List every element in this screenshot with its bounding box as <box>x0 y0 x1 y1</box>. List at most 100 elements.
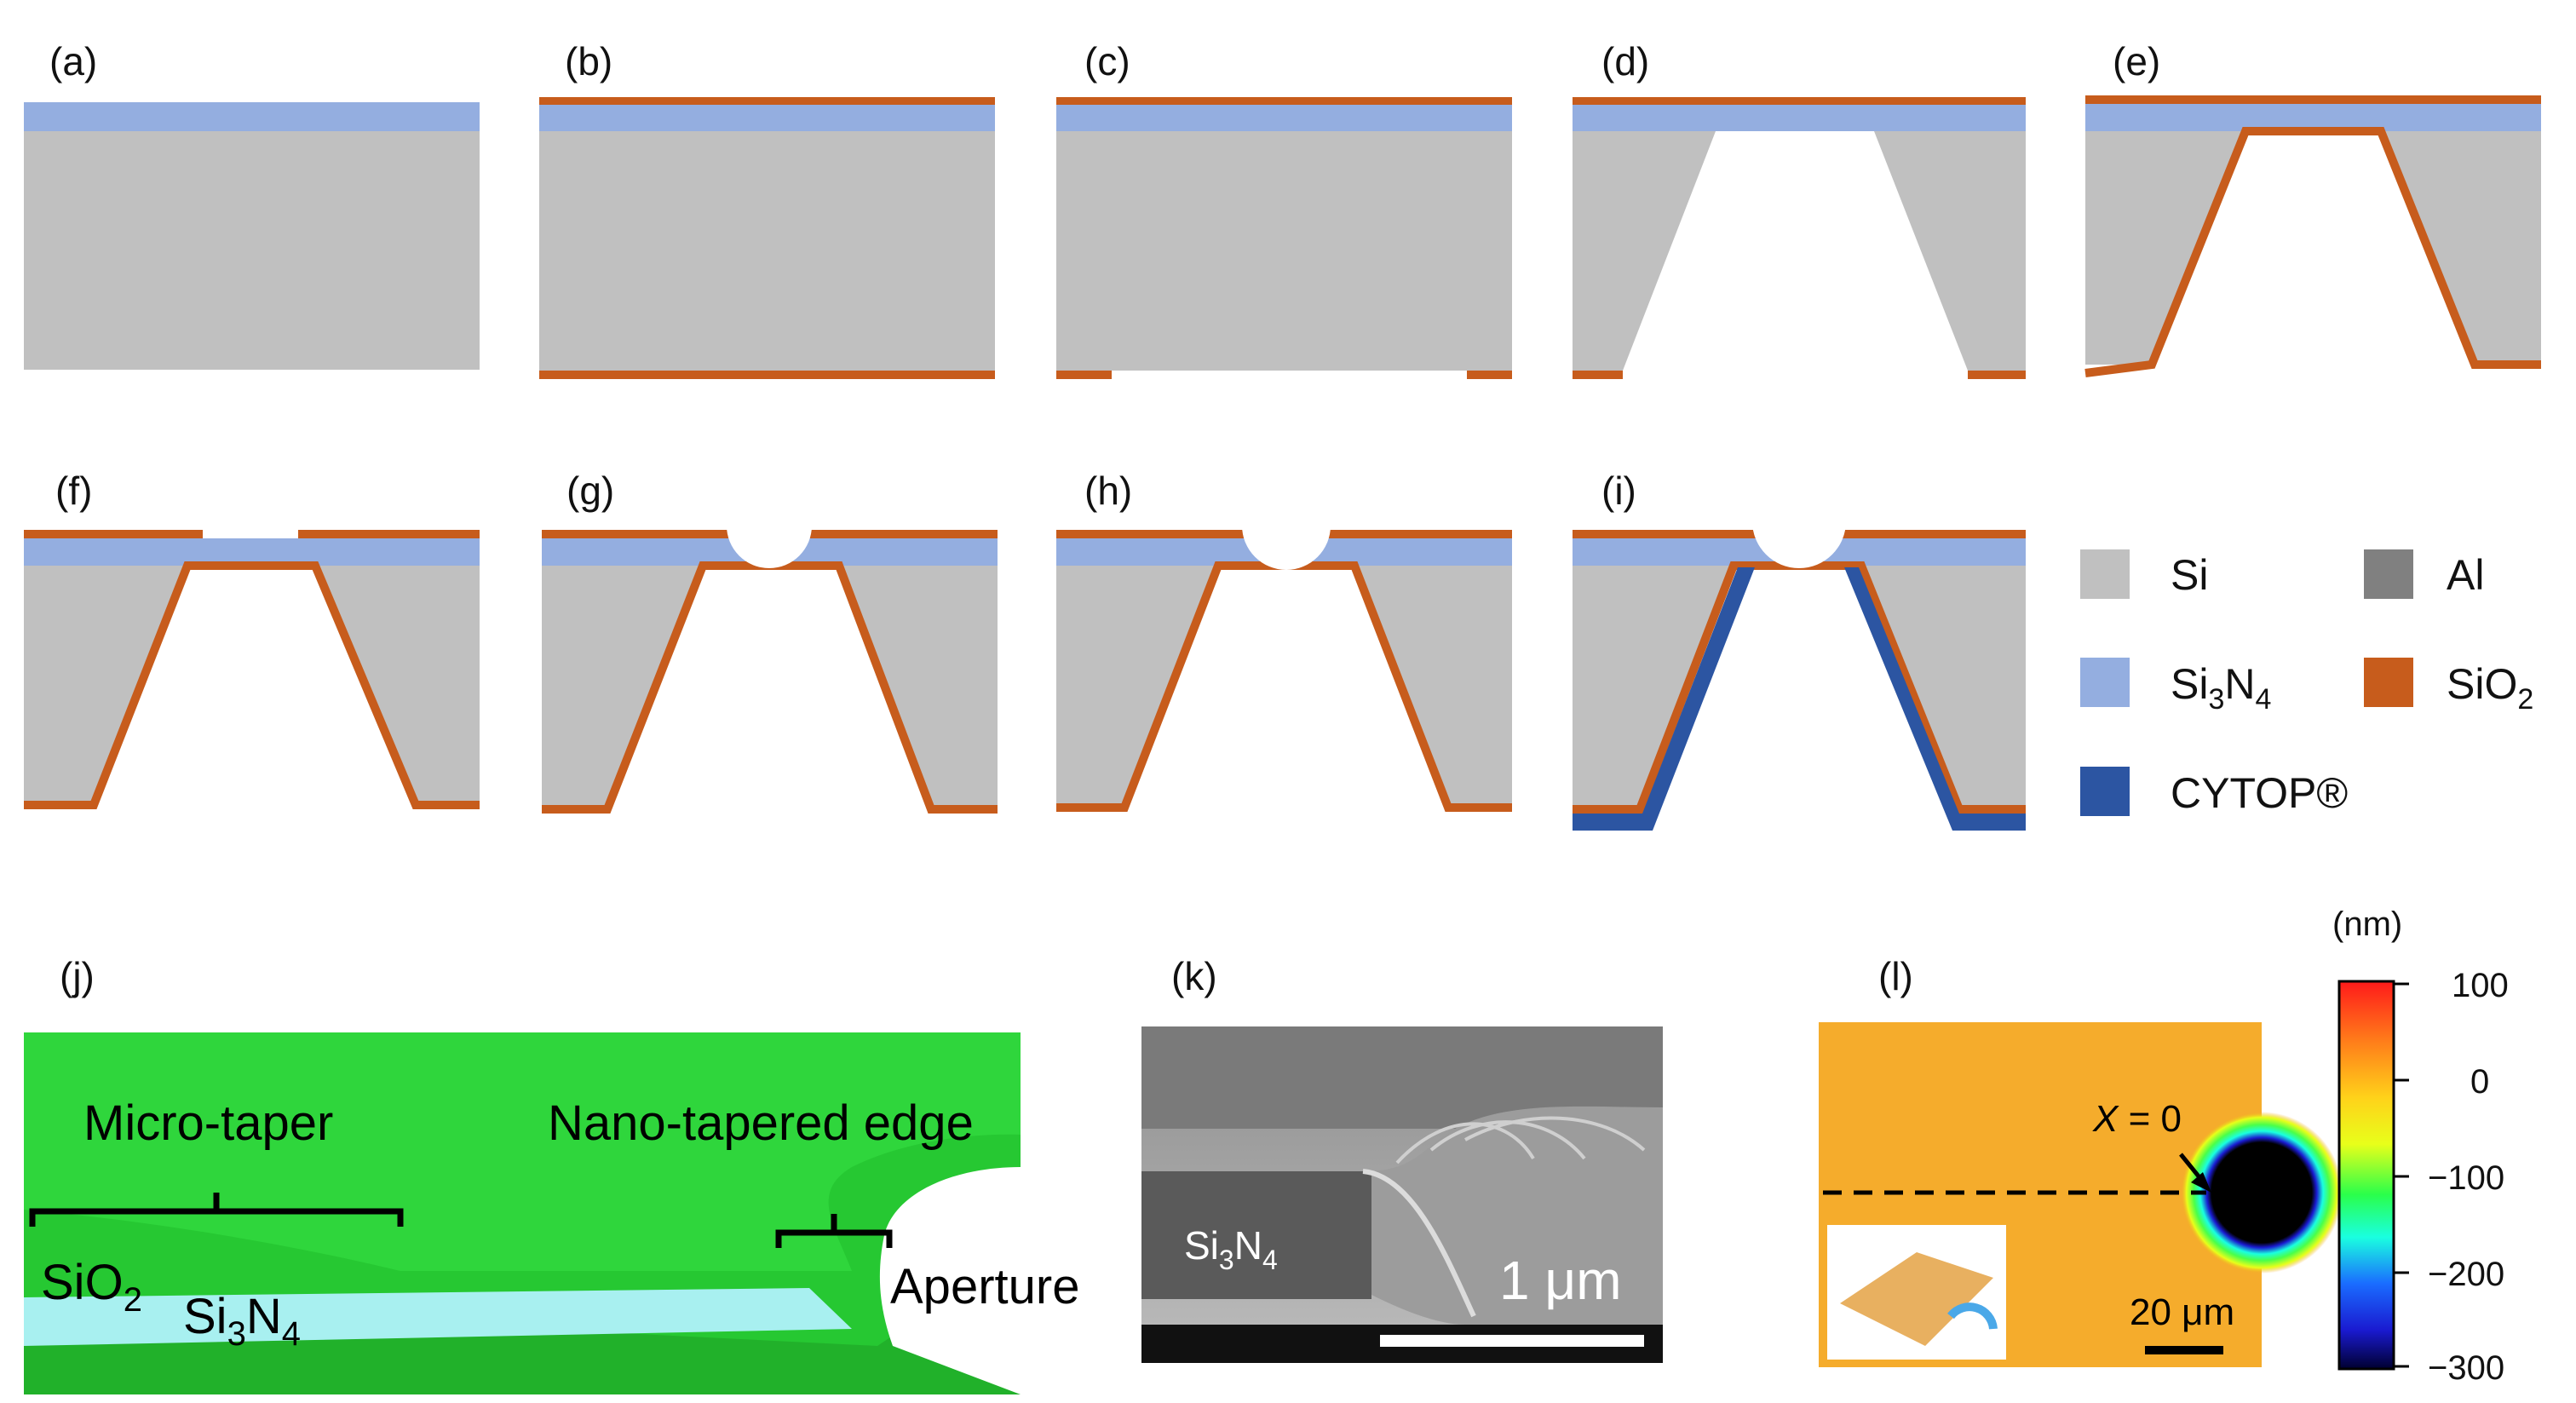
j-si3n4-n: N <box>246 1289 282 1344</box>
colorbar-tick-label: 100 <box>2452 967 2509 1004</box>
aperture-dark <box>2212 1143 2311 1242</box>
panel-k: (k) Si3N4 1 μm <box>1141 954 1663 1363</box>
si-left <box>24 566 187 805</box>
sio2-liner <box>2084 127 2541 377</box>
panel-d: (d) <box>1573 39 2026 379</box>
sio2-top <box>539 97 995 105</box>
si-substrate <box>539 131 995 371</box>
si-left <box>542 566 703 805</box>
sio2-mask-left <box>1056 371 1112 379</box>
legend-label-si: Si <box>2171 551 2208 599</box>
k-si3n4-label: Si3N4 <box>1184 1223 1278 1275</box>
cytop-left <box>1573 567 1755 831</box>
l-scale-label: 20 μm <box>2130 1291 2234 1333</box>
legend-si3n4-sub2: 4 <box>2256 683 2272 716</box>
panel-h-label: (h) <box>1084 469 1132 513</box>
si3n4-layer <box>24 102 480 131</box>
inset-surface <box>1840 1252 1993 1346</box>
sio2-mask-left <box>1573 371 1623 379</box>
j-sio2-label: SiO2 <box>41 1255 142 1319</box>
aperture-hole <box>1752 474 1846 568</box>
panel-j-label: (j) <box>60 954 95 998</box>
j-si3n4-sub1: 3 <box>227 1315 246 1353</box>
si-substrate <box>1056 131 1512 371</box>
micro-taper-bracket <box>29 1193 404 1227</box>
si3n4-layer <box>1056 105 1512 131</box>
panel-g-label: (g) <box>566 469 614 513</box>
aperture-cutout <box>879 1167 1021 1394</box>
legend-swatch-al <box>2364 549 2413 599</box>
si-right <box>1354 566 1512 805</box>
panel-a: (a) <box>24 39 480 370</box>
colorbar-ticks <box>2394 982 2409 1368</box>
colorbar <box>2337 980 2395 1371</box>
panel-g: (g) <box>542 469 998 814</box>
legend-sio2-main: SiO <box>2447 660 2517 708</box>
panel-e: (e) <box>2084 39 2541 377</box>
si-right <box>2381 131 2541 365</box>
panel-f-label: (f) <box>55 469 92 513</box>
si3n4-strip <box>24 1288 852 1346</box>
panel-f: (f) <box>24 469 480 809</box>
micro-taper-label: Micro-taper <box>83 1095 333 1151</box>
sio2-top-right <box>298 530 480 538</box>
j-sio2-main: SiO <box>41 1255 124 1310</box>
colorbar-tick-label: 0 <box>2470 1063 2489 1101</box>
sio2-top <box>1056 97 1512 105</box>
scale-bar-k <box>1380 1335 1644 1347</box>
panel-h: (h) <box>1056 469 1512 812</box>
si-right <box>839 566 998 805</box>
panel-d-label: (d) <box>1601 39 1649 83</box>
si3n4-layer <box>539 105 995 131</box>
sem-si3n4-block <box>1141 1171 1371 1299</box>
aperture-hole <box>727 483 812 568</box>
legend-label-sio2: SiO2 <box>2447 660 2533 716</box>
sem-edge-line <box>1362 1169 1476 1318</box>
cytop-right <box>1844 567 2026 831</box>
panel-i: (i) <box>1573 469 2026 831</box>
k-si3n4-sub1: 3 <box>1219 1245 1234 1275</box>
k-scale-label: 1 μm <box>1499 1250 1622 1311</box>
legend-si3n4-main: Si <box>2171 660 2208 708</box>
k-si3n4-main: Si <box>1184 1223 1219 1268</box>
legend-sio2-sub: 2 <box>2517 683 2533 716</box>
k-si3n4-n: N <box>1234 1223 1262 1268</box>
legend-label-si3n4: Si3N4 <box>2171 660 2271 716</box>
aperture-hole <box>1242 481 1331 570</box>
legend-label-cytop: CYTOP® <box>2171 769 2348 817</box>
colorbar-unit: (nm) <box>2332 906 2402 943</box>
panel-b-label: (b) <box>565 39 612 83</box>
panel-i-label: (i) <box>1601 469 1636 513</box>
legend-label-al: Al <box>2447 551 2484 599</box>
nano-edge-label: Nano-tapered edge <box>548 1095 974 1151</box>
panel-e-label: (e) <box>2113 39 2160 83</box>
x0-arrowhead <box>2191 1172 2211 1193</box>
sio2-region <box>24 1252 1021 1394</box>
legend-swatch-si3n4 <box>2080 658 2130 707</box>
sem-ridges <box>1395 1116 1646 1164</box>
j-sio2-sub: 2 <box>124 1281 142 1319</box>
legend-swatch-si <box>2080 549 2130 599</box>
inset-ring <box>1947 1302 1998 1330</box>
sio2-liner <box>24 561 480 809</box>
j-si3n4-sub2: 4 <box>282 1315 301 1353</box>
x0-var: X <box>2092 1098 2119 1140</box>
legend-si3n4-n: N <box>2224 660 2255 708</box>
colorbar-tick-label: −200 <box>2428 1256 2504 1293</box>
j-si3n4-label: Si3N4 <box>183 1289 301 1353</box>
si3n4-layer <box>2085 104 2541 131</box>
sio2-top <box>2085 95 2541 104</box>
panel-c: (c) <box>1056 39 1512 379</box>
si-left <box>2085 131 2245 365</box>
legend-swatch-cytop <box>2080 767 2130 816</box>
sio2-top-left <box>24 530 203 538</box>
panel-a-label: (a) <box>49 39 97 83</box>
j-si3n4-main: Si <box>183 1289 227 1344</box>
colorbar-tick-label: −100 <box>2428 1159 2504 1197</box>
sio2-top <box>1573 97 2026 105</box>
panel-l-label: (l) <box>1878 954 1913 998</box>
panel-l: (l) X = 0 20 μm (nm) 100 0 −100 −200 −30… <box>1819 906 2509 1387</box>
x0-eq: = 0 <box>2118 1098 2182 1140</box>
legend: Si Al Si3N4 SiO2 CYTOP® <box>2080 549 2533 817</box>
